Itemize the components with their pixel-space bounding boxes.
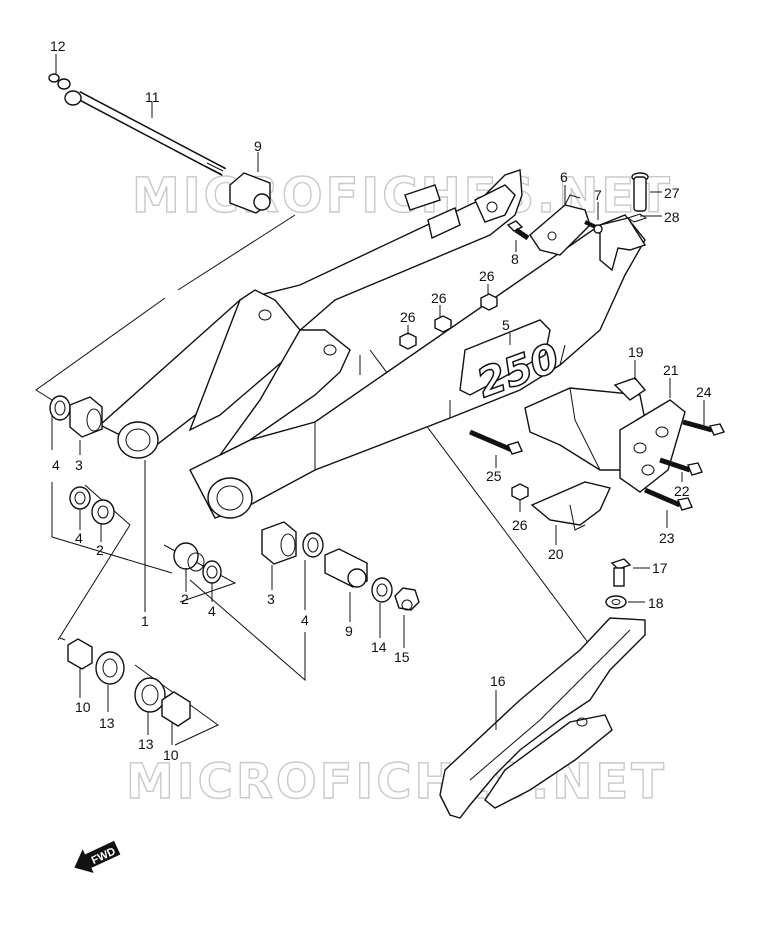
callout-27: 27 [664,185,680,201]
nut-26b [434,315,452,333]
washer-14 [371,577,393,603]
callout-25: 25 [486,468,502,484]
bolt-23 [644,487,693,511]
callout-13-b: 13 [138,736,154,752]
fwd-arrow-icon: FWD [74,840,121,874]
callout-5: 5 [502,317,510,333]
callout-8: 8 [511,251,519,267]
plate-21 [619,399,686,493]
callout-2-a: 2 [96,542,104,558]
callout-24: 24 [696,384,712,400]
bearing-3b [261,521,297,565]
callout-12: 12 [50,38,66,54]
callout-13-a: 13 [99,715,115,731]
callout-26-a: 26 [400,309,416,325]
nut-26c [480,293,498,311]
collar-9-upper [229,172,271,214]
callout-9-upper: 9 [254,138,262,154]
washer-13b [134,677,166,713]
collar-2b [173,542,205,572]
nut-26a [399,332,417,350]
callout-28: 28 [664,209,680,225]
bolt-22 [659,457,703,476]
callout-3-a: 3 [75,457,83,473]
callout-20: 20 [548,546,564,562]
nut-26d [511,483,529,501]
fwd-label: FWD [90,845,118,866]
seal-4b [69,486,91,510]
callout-26-d: 26 [512,517,528,533]
bolt-24 [682,419,725,436]
bolt-25 [469,429,523,455]
callout-6: 6 [560,169,568,185]
callout-17: 17 [652,560,668,576]
callout-26-c: 26 [479,268,495,284]
seal-4c [202,560,222,584]
callout-3-b: 3 [267,591,275,607]
callout-23: 23 [659,530,675,546]
nut-15 [394,587,420,611]
bushing-10b [161,691,191,727]
leader-lines [35,54,599,746]
model-badge: 250 [471,335,565,407]
clip-28 [626,213,648,223]
callout-2-b: 2 [181,591,189,607]
callout-26-b: 26 [431,290,447,306]
callout-4-c: 4 [208,603,216,619]
callout-10-a: 10 [75,699,91,715]
pivot-nut [48,73,82,106]
bolt-7 [584,220,603,234]
bushing-10a [67,638,93,670]
callout-15: 15 [394,649,410,665]
washer-18 [605,595,627,609]
chain-guide-16 [439,617,646,819]
callout-9-lower: 9 [345,623,353,639]
swingarm: 250 [98,169,647,519]
callout-16: 16 [490,673,506,689]
callout-11: 11 [145,89,160,105]
callout-4-d: 4 [301,612,309,628]
seal-4d [302,532,324,558]
collar-2a [91,499,115,525]
callout-4-a: 4 [52,457,60,473]
callout-14: 14 [371,639,387,655]
callout-21: 21 [663,362,679,378]
callout-7: 7 [594,187,602,203]
watermark-bottom: MICROFICHES.NET [126,754,667,810]
callout-19: 19 [628,344,644,360]
bearing-3a [69,396,103,438]
chain-guide-20 [530,481,611,531]
callout-18: 18 [648,595,664,611]
bolt-17 [610,558,632,587]
pivot-shaft [75,91,227,176]
callout-4-b: 4 [75,530,83,546]
watermark-top: MICROFICHES.NET [132,168,673,224]
pin-27 [631,172,649,212]
seal-4a [49,395,71,421]
collar-9-lower [324,548,368,588]
washer-13a [95,651,125,685]
callout-10-b: 10 [163,747,179,763]
bolt-8 [506,220,530,241]
callout-22: 22 [674,483,690,499]
callout-1: 1 [141,613,149,629]
callout-leaders [79,185,705,745]
